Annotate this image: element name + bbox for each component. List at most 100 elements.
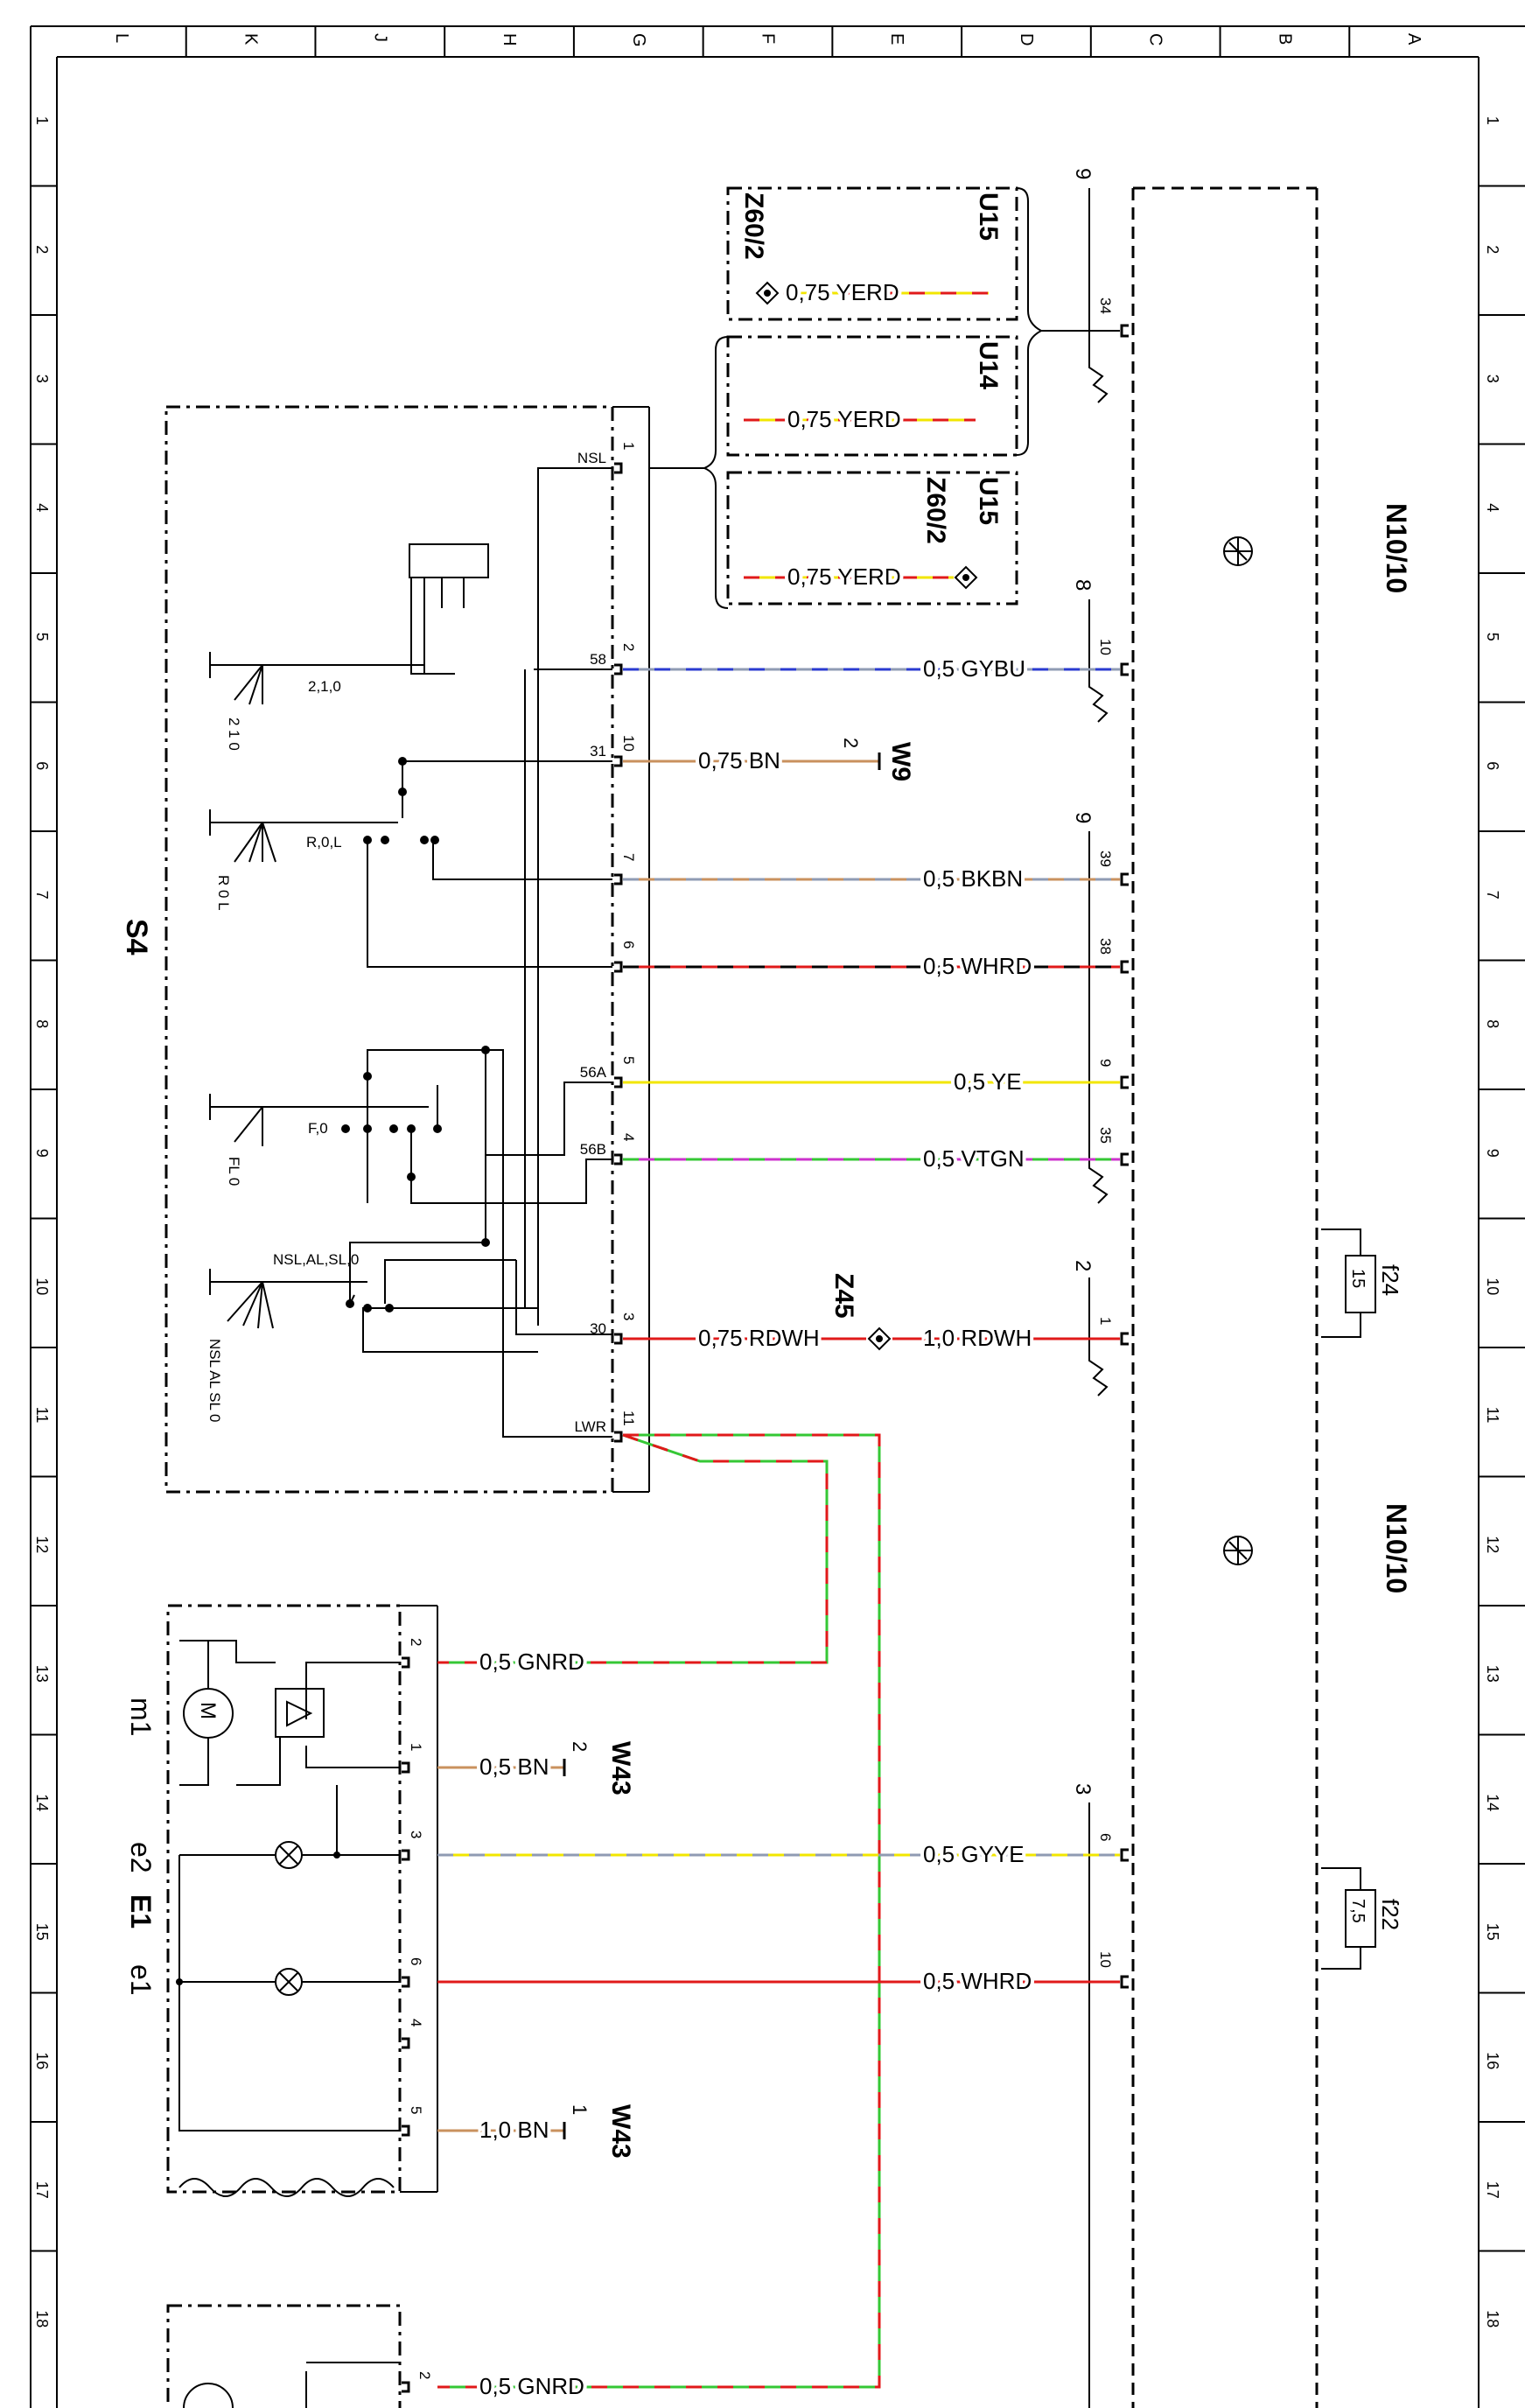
pin-ticks <box>402 324 1129 2393</box>
grid-row-label: 5 <box>1484 633 1501 641</box>
grid-row-label: 3 <box>1484 374 1501 383</box>
amplifier-block <box>275 1688 325 1738</box>
pin-tick <box>1120 1848 1129 1862</box>
grid-row-label: 13 <box>1484 1665 1501 1683</box>
grid-row-label: 16 <box>1484 2052 1501 2069</box>
wire-bn-05-label: 0,5 BN <box>479 1754 549 1780</box>
s4-connector-strip <box>612 406 650 1493</box>
pin-tick <box>614 1153 623 1166</box>
grid-column-label: H <box>500 33 519 46</box>
grid-row-label: 4 <box>1484 503 1501 512</box>
s4-terminal-name: 56B <box>580 1141 606 1158</box>
wire-rdwh-10-label: 1,0 RDWH <box>923 1325 1032 1351</box>
grid-row-label: 15 <box>1484 1923 1501 1941</box>
svg-text:3: 3 <box>1071 1783 1095 1795</box>
wire-bn-075-label: 0,75 BN <box>698 747 780 774</box>
grid-column-label: D <box>1017 33 1036 46</box>
pin-tick <box>1120 872 1129 886</box>
wire-bn-10-label: 1,0 BN <box>479 2117 549 2143</box>
grid-column-ticks <box>185 26 1351 57</box>
wire-ye-label: 0,5 YE <box>954 1068 1022 1095</box>
svg-text:1: 1 <box>1097 1317 1114 1325</box>
wire-whrd-1-label: 0,5 WHRD <box>923 953 1032 979</box>
s4-terminal-name: 31 <box>590 743 606 760</box>
wire-yerd-2-label: 0,75 YERD <box>787 406 901 432</box>
component-boxes <box>164 186 1018 2408</box>
svg-text:NSL,AL,SL,0: NSL,AL,SL,0 <box>273 1251 359 1268</box>
grid-column-label: F <box>759 33 778 44</box>
grid-row-label: 1 <box>33 116 51 125</box>
e1-box <box>166 1604 402 2194</box>
wire-rdwh-075-label: 0,75 RDWH <box>698 1325 820 1351</box>
s4-terminal-pin: 3 <box>620 1312 637 1320</box>
grid-row-label: 14 <box>1484 1794 1501 1811</box>
label-m1: m1 <box>125 1698 157 1736</box>
grid-row-label: 9 <box>33 1149 51 1158</box>
grid-row-label: 10 <box>33 1278 51 1295</box>
s4-terminal-pin: 11 <box>620 1410 637 1426</box>
svg-text:NSL AL SL 0: NSL AL SL 0 <box>206 1339 223 1422</box>
label-n10-lower: N10/10 <box>1381 1503 1412 1593</box>
svg-text:10: 10 <box>1097 1951 1114 1968</box>
pin-tick <box>1120 1332 1129 1346</box>
label-u15-mid: U15 <box>974 477 1003 525</box>
label-f22-value: 7,5 <box>1348 1899 1368 1923</box>
svg-text:8: 8 <box>1071 579 1095 591</box>
wire-lwr-b-label: 0,5 GNRD <box>479 2373 584 2399</box>
pin-tick <box>1120 324 1129 338</box>
svg-text:9: 9 <box>1071 812 1095 823</box>
grid-row-label: 1 <box>1484 116 1501 125</box>
s4-terminal-pin: 7 <box>620 853 637 861</box>
n10-connector-strips <box>1088 188 1109 2408</box>
svg-text:9: 9 <box>1097 1059 1114 1067</box>
grid-row-label: 15 <box>33 1923 51 1941</box>
pin-tick <box>614 961 623 973</box>
label-e2: e2 <box>125 1842 157 1873</box>
grid-row-label: 11 <box>33 1407 51 1424</box>
pin-tick <box>614 1431 623 1443</box>
grid-row-label: 18 <box>1484 2310 1501 2328</box>
grid-row-label: 18 <box>33 2310 51 2328</box>
grid-row-label: 12 <box>33 1536 51 1553</box>
label-w43-b: W43 <box>606 2104 635 2159</box>
n10-box <box>1131 186 1319 2408</box>
label-z60-mid: Z60/2 <box>921 477 950 544</box>
grid-row-label: 7 <box>33 891 51 900</box>
svg-text:2,1,0: 2,1,0 <box>308 678 341 695</box>
pin-tick <box>614 873 623 886</box>
u14-box <box>726 335 1018 457</box>
grid-row-label: 9 <box>1484 1149 1501 1158</box>
label-e1: E1 <box>125 1894 157 1928</box>
wire-lwr-b <box>437 1433 881 2389</box>
svg-text:1: 1 <box>569 2104 591 2115</box>
label-f22: f22 <box>1377 1899 1403 1930</box>
s4-terminal-pin: 2 <box>620 643 637 651</box>
sheet-frame <box>30 25 1525 2408</box>
junction-dots <box>176 1852 340 1985</box>
grid-row-label: 16 <box>33 2052 51 2069</box>
svg-text:38: 38 <box>1097 938 1114 955</box>
grid-row-label: 13 <box>33 1665 51 1683</box>
switch-labels: 2,1,0 2 1 0 R,0,L R 0 L F,0 FL 0 NSL,AL,… <box>206 678 359 1422</box>
grid-row-label: 12 <box>1484 1536 1501 1553</box>
s4-terminal-name: 58 <box>590 651 606 668</box>
wire-whrd-2-label: 0,5 WHRD <box>923 1968 1032 1994</box>
s4-terminal-name: 30 <box>590 1320 606 1337</box>
label-z45: Z45 <box>829 1273 858 1319</box>
svg-text:2 1 0: 2 1 0 <box>226 718 242 751</box>
svg-text:2: 2 <box>569 1741 591 1752</box>
label-s4: S4 <box>120 919 153 956</box>
svg-text:39: 39 <box>1097 850 1114 867</box>
wire-lwr-a-stripe <box>437 1433 829 1664</box>
label-motor: M <box>196 1702 220 1719</box>
e1-pin-label: 3 <box>408 1830 424 1838</box>
pin-tick <box>402 1761 410 1774</box>
grid-row-label: 14 <box>33 1794 51 1811</box>
e1-pin-label: 6 <box>408 1957 424 1965</box>
s4-terminal-name: 56A <box>580 1064 607 1081</box>
grid-column-label: J <box>370 33 389 42</box>
wire-vtgn-label: 0,5 VTGN <box>923 1145 1025 1172</box>
